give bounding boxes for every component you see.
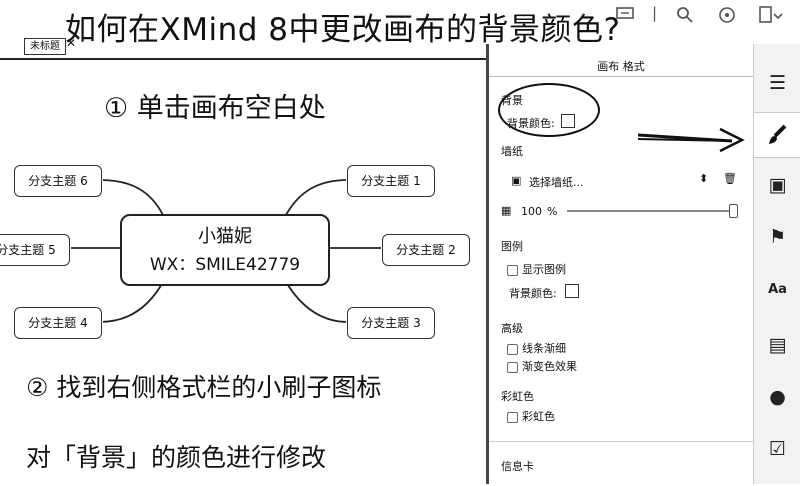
notes-icon[interactable]: ▤: [768, 334, 787, 356]
pointer-arrow-icon: [637, 127, 745, 153]
gradient-label: 渐变色效果: [522, 360, 577, 373]
share-icon[interactable]: [718, 6, 736, 28]
document-tab[interactable]: 未标题: [24, 38, 66, 55]
advanced-section-title: 高级: [501, 322, 523, 335]
rainbow-label: 彩虹色: [522, 410, 555, 423]
panel-header: 画布 格式: [489, 58, 753, 77]
central-topic[interactable]: 小猫妮 WX：SMILE42779: [120, 214, 330, 286]
legend-color-label: 背景颜色:: [509, 287, 557, 300]
rainbow-section-title: 彩虹色: [501, 390, 534, 403]
info-card-section-title: 信息卡: [501, 460, 534, 473]
chevron-updown-icon[interactable]: ⬍: [699, 172, 709, 185]
task-icon[interactable]: ☑: [768, 438, 787, 460]
legend-color-swatch[interactable]: [565, 284, 579, 298]
divider-icon: |: [652, 4, 658, 22]
taper-checkbox[interactable]: [507, 343, 518, 355]
format-sidebar: ☰ ▣ ⚑ Aa ▤ ● ☑: [753, 44, 800, 484]
topic-4[interactable]: 分支主题 4: [14, 307, 102, 339]
tab-close-icon[interactable]: ✕: [66, 36, 77, 50]
panel-divider[interactable]: [486, 44, 489, 484]
step-1-text: ① 单击画布空白处: [104, 93, 326, 124]
brush-icon[interactable]: [754, 124, 800, 151]
wallpaper-select[interactable]: 选择墙纸...: [529, 176, 584, 189]
comment-icon[interactable]: ●: [769, 386, 786, 408]
topic-6[interactable]: 分支主题 6: [14, 165, 102, 197]
highlight-ellipse: [498, 83, 600, 137]
opacity-slider-thumb[interactable]: [729, 204, 738, 218]
trash-icon[interactable]: 🗑: [723, 172, 737, 185]
zoom-icon[interactable]: [676, 6, 694, 28]
taper-label: 线条渐细: [522, 342, 566, 355]
gradient-checkbox[interactable]: [507, 361, 518, 373]
step-3-text: 对「背景」的颜色进行修改: [26, 443, 327, 472]
show-legend-checkbox[interactable]: [507, 264, 518, 276]
marker-icon[interactable]: ⚑: [768, 226, 787, 248]
step-2-text: ② 找到右侧格式栏的小刷子图标: [26, 373, 382, 402]
mindmap-canvas[interactable]: ① 单击画布空白处 分支主题 6 分支主题 1 分支主题 5 分支主题 2 分支…: [0, 58, 486, 486]
central-topic-subtitle: WX：SMILE42779: [149, 255, 301, 275]
text-icon[interactable]: Aa: [768, 282, 787, 297]
topic-2[interactable]: 分支主题 2: [382, 234, 470, 266]
opacity-icon: ▦: [501, 204, 512, 217]
opacity-unit: %: [547, 205, 558, 218]
gradient-option[interactable]: 渐变色效果: [507, 358, 577, 374]
branch-connectors: [68, 179, 382, 323]
rainbow-option[interactable]: 彩虹色: [507, 408, 555, 424]
opacity-value[interactable]: 100: [521, 205, 542, 218]
section-divider: [489, 441, 753, 442]
legend-section-title: 图例: [501, 240, 523, 253]
show-legend-label: 显示图例: [522, 263, 566, 276]
wallpaper-section-title: 墙纸: [501, 145, 523, 158]
topic-3[interactable]: 分支主题 3: [347, 307, 435, 339]
rainbow-checkbox[interactable]: [507, 411, 518, 423]
topic-5[interactable]: 分支主题 5: [0, 234, 70, 266]
topic-1[interactable]: 分支主题 1: [347, 165, 435, 197]
presentation-icon[interactable]: [615, 6, 635, 26]
taper-option[interactable]: 线条渐细: [507, 340, 566, 356]
image-icon[interactable]: ▣: [768, 174, 787, 196]
opacity-slider-track[interactable]: [567, 210, 733, 212]
central-topic-title: 小猫妮: [198, 226, 252, 247]
export-icon[interactable]: [758, 6, 784, 28]
outline-icon[interactable]: ☰: [768, 72, 787, 94]
show-legend-option[interactable]: 显示图例: [507, 261, 566, 277]
top-toolbar: [0, 0, 800, 58]
page-title: 如何在XMind 8中更改画布的背景颜色?: [65, 12, 621, 48]
image-small-icon: ▣: [511, 174, 522, 187]
